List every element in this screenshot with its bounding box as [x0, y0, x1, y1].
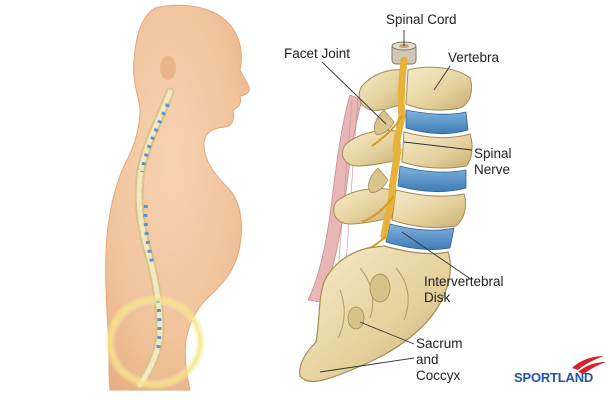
vertebra	[401, 131, 473, 169]
intervertebral-disk	[405, 109, 469, 134]
logo-swoosh-icon	[572, 356, 606, 374]
spinal-nerve	[380, 146, 402, 240]
label-facet-joint: Facet Joint	[284, 46, 351, 61]
intervertebral-disk	[385, 223, 455, 250]
sportland-logo: SPORTLAND	[508, 352, 608, 392]
label-sacrum-line2: and	[416, 352, 439, 367]
highlight-ring	[105, 295, 205, 389]
label-sacrum-line3: Coccyx	[416, 368, 461, 383]
vertebra	[391, 189, 467, 229]
human-torso-figure	[105, 4, 250, 391]
lumbar-spine-detail	[299, 41, 473, 383]
label-spinal-nerve-line1: Spinal	[474, 146, 512, 161]
label-intervertebral-disk-line1: Intervertebral	[424, 274, 504, 289]
intervertebral-disk	[397, 165, 467, 193]
label-vertebra: Vertebra	[448, 50, 500, 65]
label-spinal-cord: Spinal Cord	[386, 12, 457, 27]
label-spinal-nerve-line2: Nerve	[474, 162, 511, 177]
vertebra	[405, 66, 473, 111]
leader-lines	[319, 30, 473, 373]
label-intervertebral-disk-line2: Disk	[424, 290, 451, 305]
label-sacrum-line1: Sacrum	[416, 336, 463, 351]
logo-text: SPORTLAND	[514, 370, 594, 385]
